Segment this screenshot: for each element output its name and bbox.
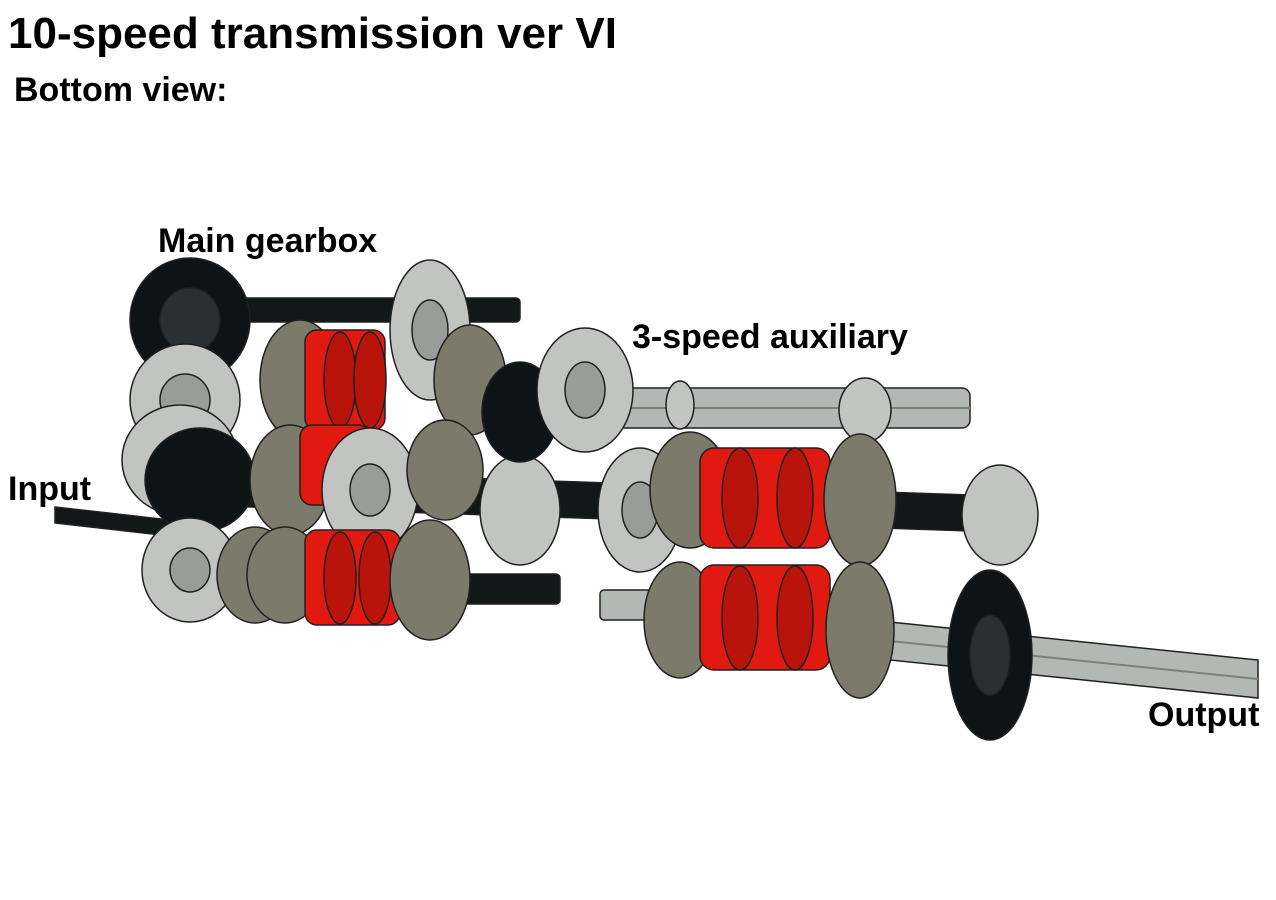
input-axle: [54, 506, 171, 537]
aux-gear-small: [838, 377, 892, 443]
dark-gear-low-c: [389, 519, 471, 641]
aux-bushing-1: [665, 380, 695, 430]
dark-gear-mid-b: [406, 419, 484, 521]
left-gear-4: [144, 427, 256, 533]
page-title: 10-speed transmission ver VI: [8, 9, 617, 58]
output-label: Output: [1148, 696, 1260, 734]
output-grey-gear: [961, 464, 1039, 566]
aux-dark-gear-low-b: [825, 561, 895, 699]
auxiliary-label: 3-speed auxiliary: [632, 318, 908, 356]
input-label: Input: [8, 470, 92, 508]
aux-dark-gear-mid-b: [823, 433, 897, 567]
page-subtitle: Bottom view:: [14, 71, 228, 109]
main-gearbox-label: Main gearbox: [158, 222, 378, 260]
grey-gear-mid-b: [479, 454, 561, 566]
